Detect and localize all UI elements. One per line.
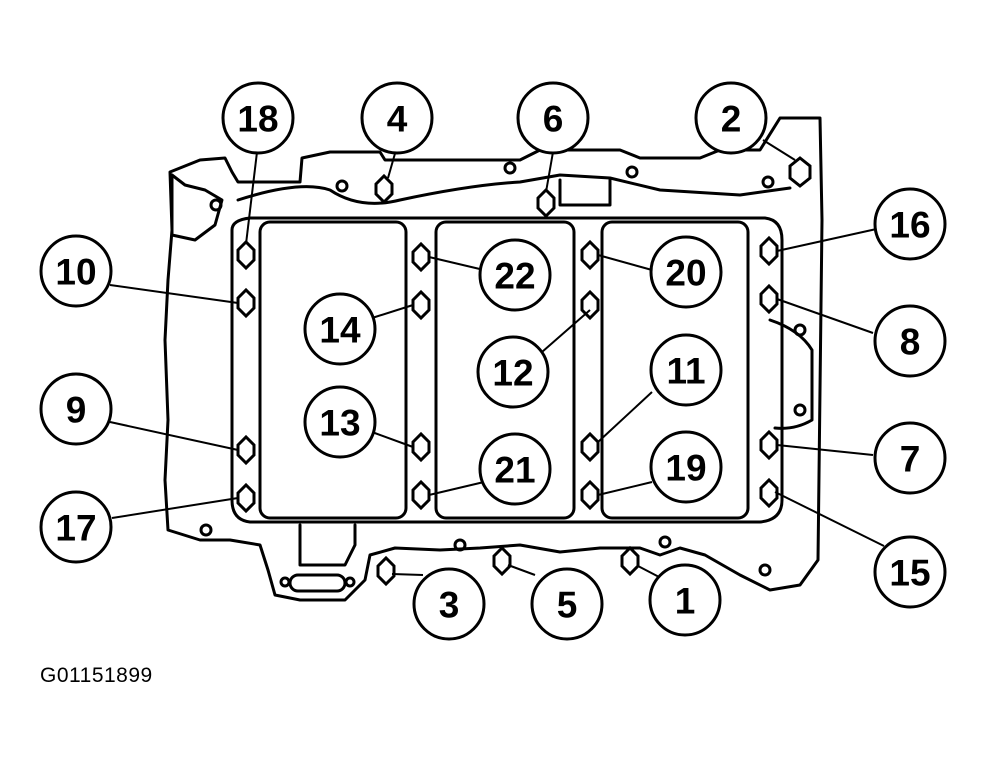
callout-17: 17 — [39, 490, 113, 564]
callout-label: 12 — [492, 353, 533, 394]
callout-circle — [648, 563, 722, 637]
callout-1: 1 — [648, 563, 722, 637]
callout-label: 20 — [665, 253, 706, 294]
callout-18: 18 — [221, 81, 295, 155]
callout-circle — [516, 81, 590, 155]
bolt-head — [759, 429, 779, 461]
callout-circle — [476, 335, 550, 409]
callout-label: 11 — [666, 351, 705, 392]
callout-circle — [873, 304, 947, 378]
callout-2: 2 — [694, 81, 768, 155]
callout-5: 5 — [530, 567, 604, 641]
callout-10: 10 — [39, 234, 113, 308]
callout-circle — [303, 385, 377, 459]
bolt-head — [411, 241, 431, 273]
callout-label: 7 — [900, 439, 921, 480]
callout-label: 15 — [889, 553, 930, 594]
callout-circle — [39, 372, 113, 446]
callout-11: 11 — [649, 333, 723, 407]
bolt-head — [411, 431, 431, 463]
callout-4: 4 — [360, 81, 434, 155]
callout-15: 15 — [873, 535, 947, 609]
bolt-head — [236, 239, 256, 271]
callout-circle — [694, 81, 768, 155]
bolt-head — [411, 479, 431, 511]
callout-circle — [649, 430, 723, 504]
callout-label: 19 — [665, 448, 706, 489]
bolt-head — [580, 479, 600, 511]
callout-12: 12 — [476, 335, 550, 409]
component-outline — [163, 116, 824, 602]
bolt-head — [376, 555, 396, 587]
bolt-head — [759, 477, 779, 509]
bolt-head — [492, 545, 512, 577]
callout-label: 2 — [721, 99, 742, 140]
callout-circle — [221, 81, 295, 155]
callout-circle — [873, 187, 947, 261]
bolt-head — [759, 235, 779, 267]
callout-20: 20 — [649, 235, 723, 309]
callout-circle — [530, 567, 604, 641]
callout-circle — [873, 421, 947, 495]
callout-circle — [412, 567, 486, 641]
callout-6: 6 — [516, 81, 590, 155]
callout-14: 14 — [303, 292, 377, 366]
bolt-head — [411, 289, 431, 321]
callout-circle — [873, 535, 947, 609]
callout-label: 16 — [889, 205, 930, 246]
callout-label: 21 — [494, 450, 535, 491]
callout-circle — [39, 234, 113, 308]
callout-8: 8 — [873, 304, 947, 378]
bolt-head — [536, 187, 556, 219]
bolt-head — [236, 434, 256, 466]
bolt-head — [788, 156, 812, 188]
callout-22: 22 — [478, 238, 552, 312]
callout-7: 7 — [873, 421, 947, 495]
callout-circle — [303, 292, 377, 366]
callout-label: 14 — [319, 310, 361, 351]
callout-label: 3 — [439, 585, 460, 626]
callout-label: 9 — [66, 390, 87, 431]
callout-label: 4 — [387, 99, 408, 140]
callout-label: 10 — [55, 252, 96, 293]
bolt-head — [236, 482, 256, 514]
leader-lines — [109, 139, 885, 579]
bolt-head — [374, 173, 394, 205]
figure-id: G01151899 — [40, 664, 153, 687]
bolt-head — [620, 545, 640, 577]
callout-label: 8 — [900, 322, 921, 363]
callout-circle — [39, 490, 113, 564]
callout-label: 22 — [494, 256, 535, 297]
callout-circle — [478, 238, 552, 312]
callout-circle — [478, 432, 552, 506]
bolt-heads — [236, 156, 812, 587]
callout-19: 19 — [649, 430, 723, 504]
callout-circle — [649, 235, 723, 309]
callout-9: 9 — [39, 372, 113, 446]
callout-circle — [649, 333, 723, 407]
callout-label: 13 — [319, 403, 360, 444]
callout-label: 5 — [557, 585, 578, 626]
callout-label: 1 — [675, 581, 696, 622]
callout-13: 13 — [303, 385, 377, 459]
bolt-head — [580, 431, 600, 463]
callout-3: 3 — [412, 567, 486, 641]
callout-21: 21 — [478, 432, 552, 506]
bolt-head — [580, 239, 600, 271]
callout-label: 6 — [543, 99, 564, 140]
callout-16: 16 — [873, 187, 947, 261]
callout-circle — [360, 81, 434, 155]
callout-label: 18 — [237, 99, 278, 140]
callout-label: 17 — [55, 508, 96, 549]
bolt-head — [580, 289, 600, 321]
bolt-head — [759, 283, 779, 315]
bolt-head — [236, 287, 256, 319]
